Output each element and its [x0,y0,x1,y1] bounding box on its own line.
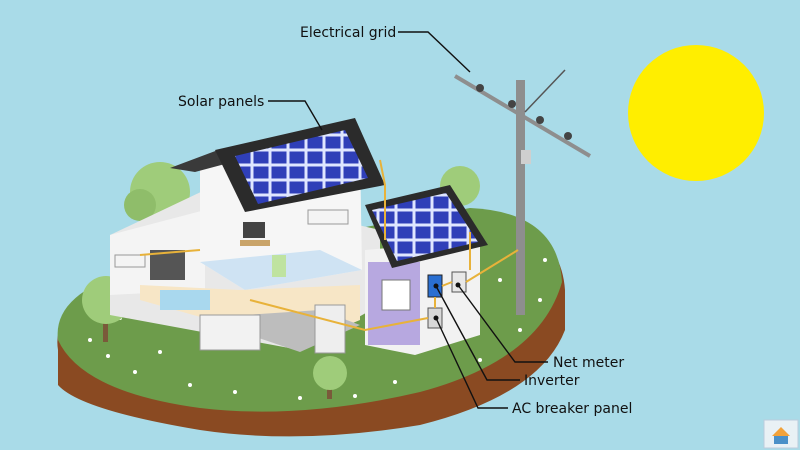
label-solar-panels: Solar panels [178,94,264,110]
ac-unit-upper [307,209,349,225]
solar-panel-main [215,118,385,212]
fridge [314,304,346,354]
wiring [139,159,519,332]
house-side [365,240,480,355]
label-electrical-grid: Electrical grid [300,25,396,41]
sofa [160,290,210,310]
computer-monitor [243,222,265,238]
ac-unit-left [114,254,146,268]
desk [240,240,270,246]
kitchen-counter [199,314,261,351]
water-heater [381,279,411,311]
chair [272,255,286,277]
utility-pole [453,69,592,315]
leader-lines [268,31,548,409]
net-meter-box [451,271,467,293]
leader-dots [433,282,461,321]
solar-panel-side [365,185,488,268]
label-net-meter: Net meter [553,355,624,371]
tv [150,250,185,280]
house-logo-icon [763,419,799,449]
label-inverter: Inverter [524,373,580,389]
tree-front [313,356,347,399]
sun [628,45,764,181]
label-ac-breaker-panel: AC breaker panel [512,401,632,417]
